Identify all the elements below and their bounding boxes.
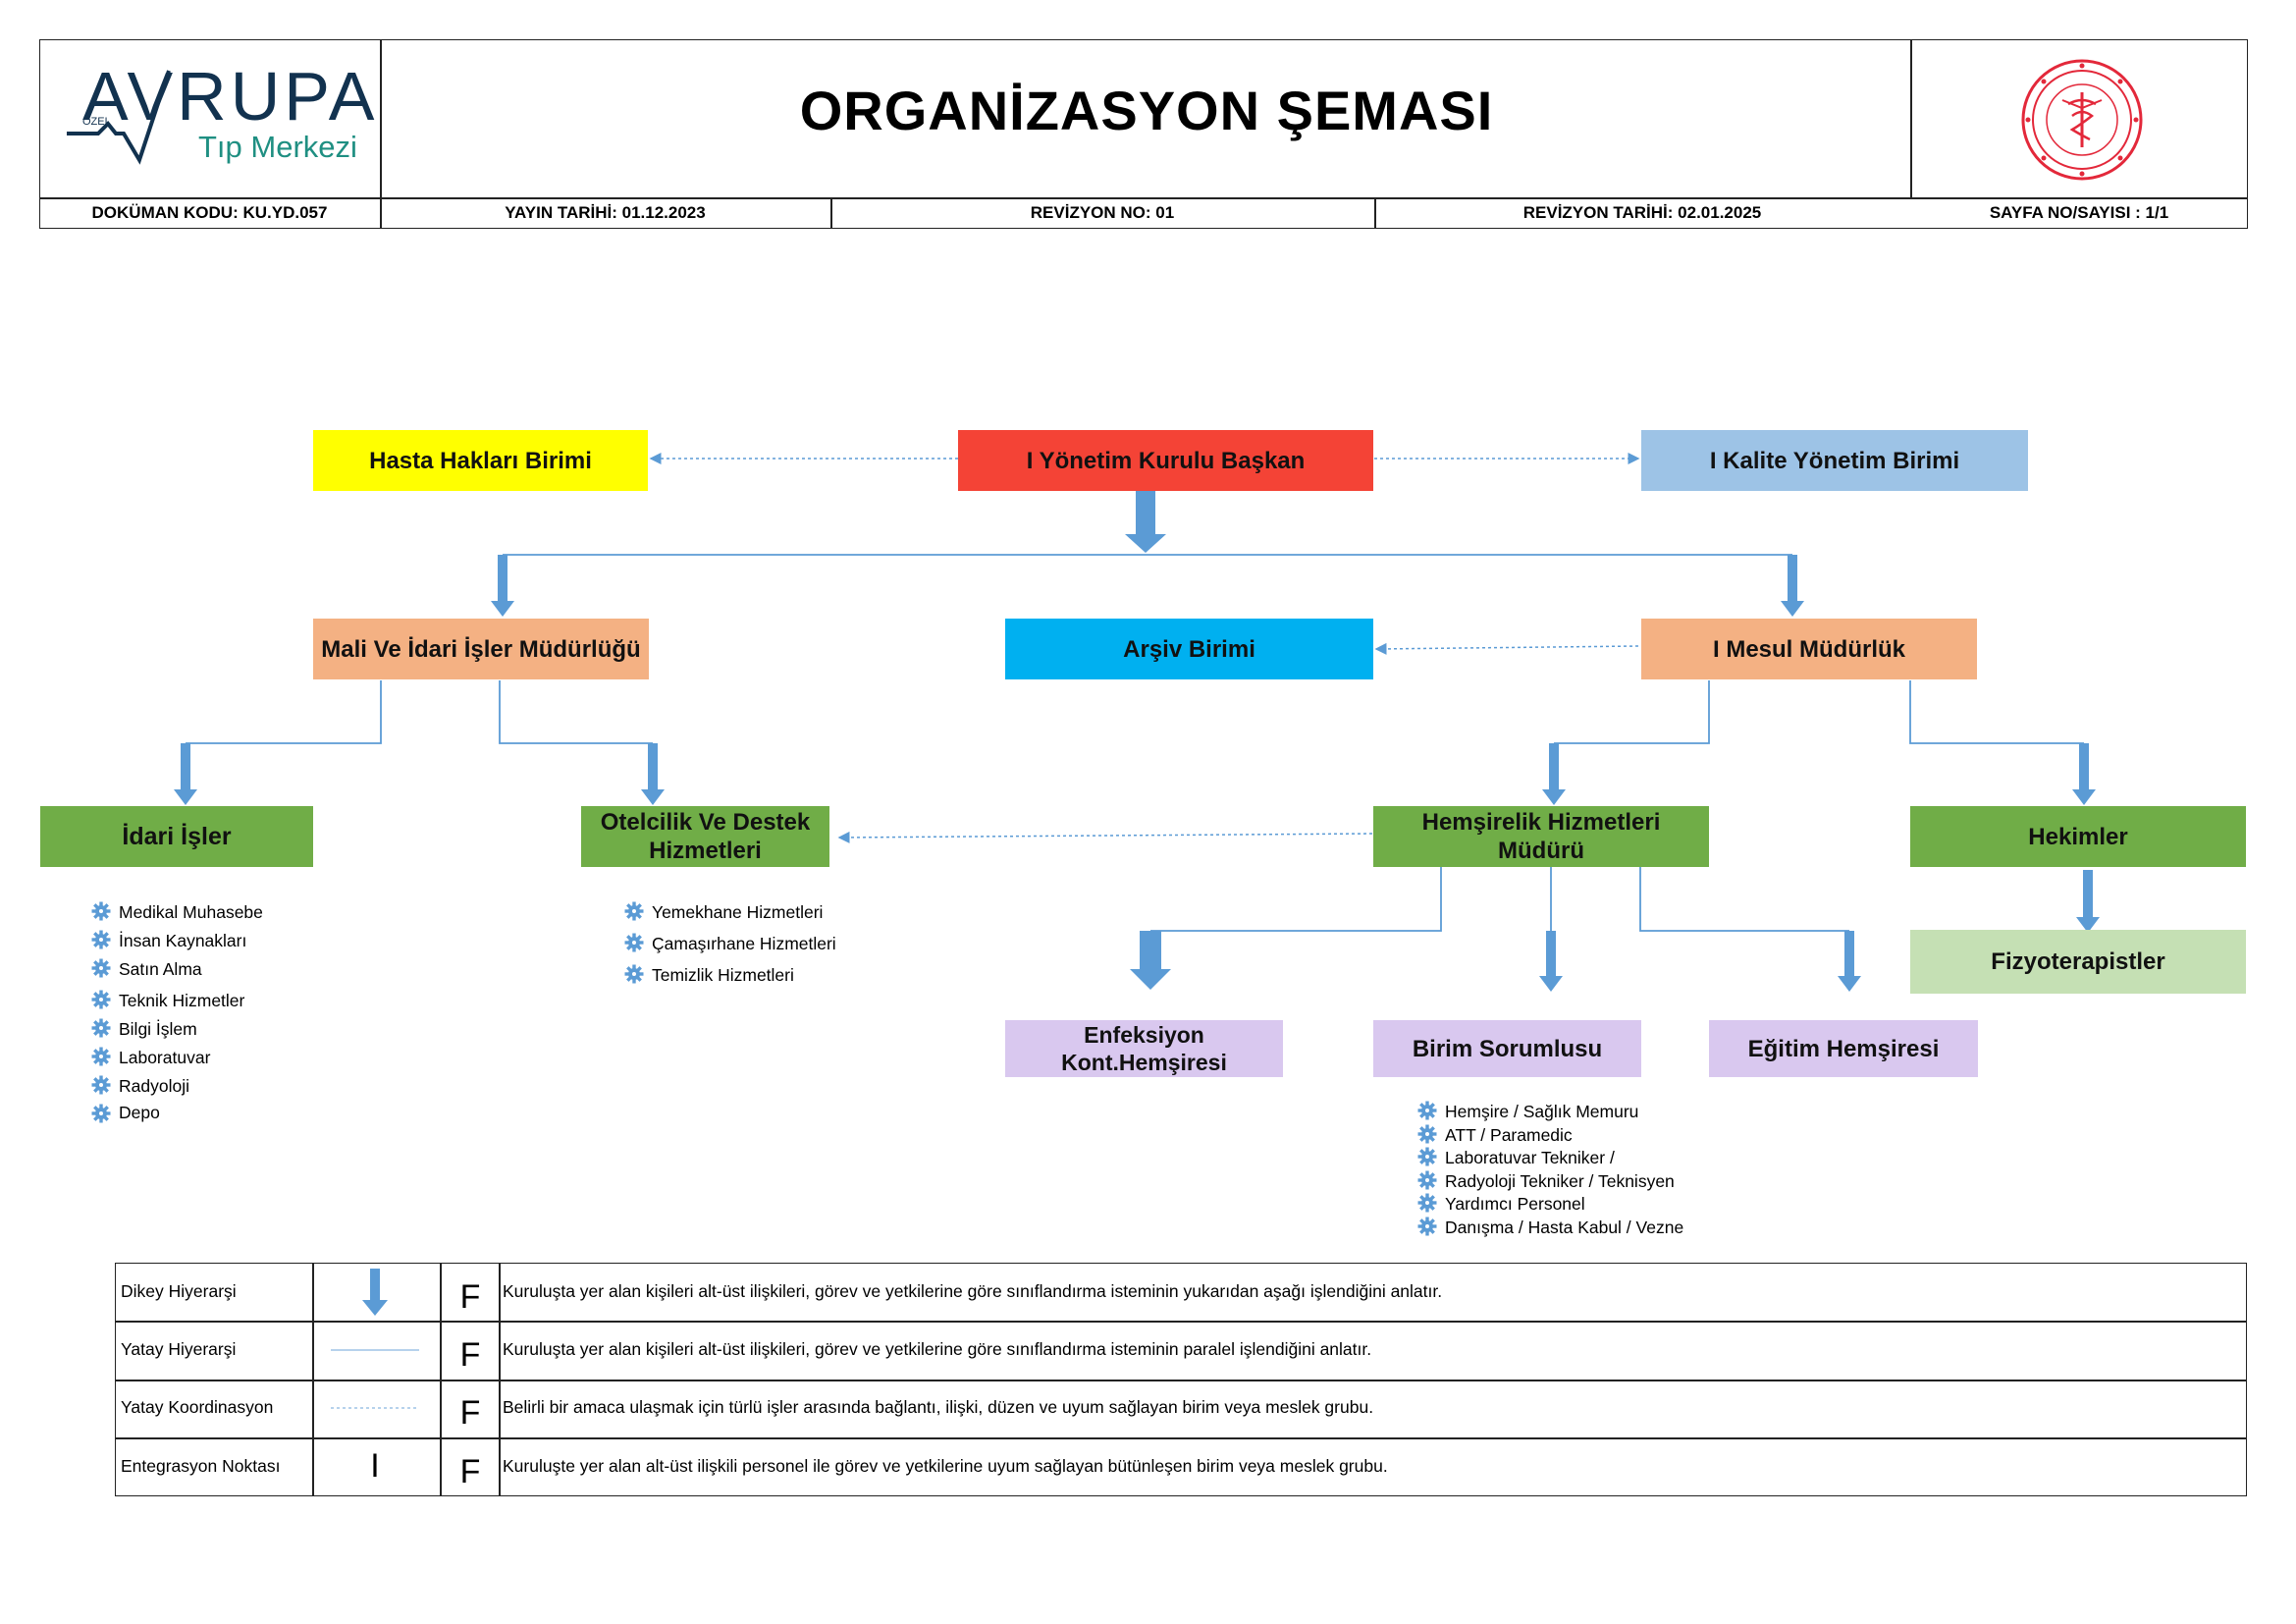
gear-bullet-icon: [91, 930, 111, 949]
idari-items-list: Medikal Muhasebe İnsan Kaynakları Satın …: [91, 898, 263, 1124]
idari-isler-box: İdari İşler: [40, 806, 313, 867]
hekimler-box: Hekimler: [1910, 806, 2246, 867]
arsiv-birimi-box: Arşiv Birimi: [1005, 619, 1373, 679]
gear-bullet-icon: [91, 1075, 111, 1095]
dotted-line-icon: [311, 1379, 439, 1436]
list-item: Depo: [91, 1101, 263, 1124]
mesul-mudurluk-box: I Mesul Müdürlük: [1641, 619, 1977, 679]
yonetim-kurulu-box: I Yönetim Kurulu Başkan: [958, 430, 1373, 491]
legend-row-entegrasyon: Entegrasyon Noktası I F Kuruluşte yer al…: [115, 1437, 2245, 1495]
gear-bullet-icon: [624, 901, 644, 921]
legend-row-yatay-hiyerarsi: Yatay Hiyerarşi F Kuruluşta yer alan kiş…: [115, 1321, 2245, 1379]
logo-brand: AVRUPA: [82, 58, 379, 135]
list-item: Yardımcı Personel: [1417, 1193, 1683, 1217]
legend-desc: Belirli bir amaca ulaşmak için türlü işl…: [503, 1397, 1374, 1417]
gear-bullet-icon: [1417, 1147, 1437, 1166]
gear-bullet-icon: [91, 1104, 111, 1123]
gear-bullet-icon: [91, 958, 111, 978]
ministry-seal-icon: [2019, 57, 2145, 183]
list-item: Medikal Muhasebe: [91, 898, 263, 927]
list-item: Çamaşırhane Hizmetleri: [624, 930, 836, 961]
gear-bullet-icon: [91, 1018, 111, 1038]
egitim-hemsiresi-box: Eğitim Hemşiresi: [1709, 1020, 1978, 1077]
otelcilik-box: Otelcilik Ve Destek Hizmetleri: [581, 806, 829, 867]
enfeksiyon-box: Enfeksiyon Kont.Hemşiresi: [1005, 1020, 1283, 1077]
gear-bullet-icon: [1417, 1217, 1437, 1236]
legend-f: F: [459, 1453, 481, 1490]
list-item: Laboratuvar Tekniker /: [1417, 1147, 1683, 1170]
gear-bullet-icon: [624, 933, 644, 952]
legend-name: Dikey Hiyerarşi: [121, 1281, 237, 1301]
hasta-haklari-box: Hasta Hakları Birimi: [313, 430, 648, 491]
hemsirelik-box: Hemşirelik Hizmetleri Müdürü: [1373, 806, 1709, 867]
legend-desc: Kuruluşta yer alan kişileri alt-üst iliş…: [503, 1281, 1443, 1301]
logo-prefix: ÖZEL: [82, 116, 111, 128]
list-item: İnsan Kaynakları: [91, 927, 263, 955]
down-arrow-icon: [311, 1263, 439, 1321]
meta-page-no: SAYFA NO/SAYISI : 1/1: [1989, 203, 2169, 222]
gear-bullet-icon: [1417, 1101, 1437, 1120]
list-item: Bilgi İşlem: [91, 1015, 263, 1044]
list-item: Satın Alma: [91, 955, 263, 987]
gear-bullet-icon: [1417, 1193, 1437, 1213]
legend-f: F: [459, 1336, 481, 1374]
legend-desc: Kuruluşte yer alan alt-üst ilişkili pers…: [503, 1456, 1388, 1476]
meta-revision-no: REVİZYON NO: 01: [1030, 203, 1175, 222]
legend-desc: Kuruluşta yer alan kişileri alt-üst iliş…: [503, 1339, 1372, 1359]
meta-doc-code: DOKÜMAN KODU: KU.YD.057: [91, 203, 328, 222]
legend-f: F: [459, 1394, 481, 1432]
meta-publish-date: YAYIN TARİHİ: 01.12.2023: [505, 203, 706, 222]
mali-idari-box: Mali Ve İdari İşler Müdürlüğü: [313, 619, 649, 679]
birim-sorumlusu-box: Birim Sorumlusu: [1373, 1020, 1641, 1077]
fizyoterapist-box: Fizyoterapistler: [1910, 930, 2246, 994]
gear-bullet-icon: [1417, 1124, 1437, 1144]
list-item: Radyoloji: [91, 1072, 263, 1101]
legend-f: F: [459, 1278, 481, 1316]
page-title: ORGANİZASYON ŞEMASI: [799, 80, 1494, 141]
gear-bullet-icon: [91, 901, 111, 921]
gear-bullet-icon: [624, 964, 644, 984]
arrow-yonetim: [1125, 491, 1166, 553]
list-item: Laboratuvar: [91, 1044, 263, 1072]
header-table: [39, 39, 2248, 229]
list-item: Yemekhane Hizmetleri: [624, 898, 836, 930]
birim-items-list: Hemşire / Sağlık Memuru ATT / Paramedic …: [1417, 1101, 1683, 1239]
solid-line-icon: [311, 1321, 439, 1379]
legend-row-dikey: Dikey Hiyerarşi F Kuruluşta yer alan kiş…: [115, 1263, 2245, 1321]
legend-row-yatay-koordinasyon: Yatay Koordinasyon F Belirli bir amaca u…: [115, 1379, 2245, 1436]
otelcilik-items-list: Yemekhane Hizmetleri Çamaşırhane Hizmetl…: [624, 898, 836, 990]
meta-revision-date: REVİZYON TARİHİ: 02.01.2025: [1522, 203, 1762, 222]
gear-bullet-icon: [91, 990, 111, 1009]
kalite-yonetim-box: I Kalite Yönetim Birimi: [1641, 430, 2028, 491]
legend-name: Entegrasyon Noktası: [121, 1456, 281, 1476]
list-item: Teknik Hizmetler: [91, 987, 263, 1015]
list-item: Danışma / Hasta Kabul / Vezne: [1417, 1217, 1683, 1240]
list-item: Radyoloji Tekniker / Teknisyen: [1417, 1170, 1683, 1194]
legend-name: Yatay Koordinasyon: [121, 1397, 274, 1417]
list-item: ATT / Paramedic: [1417, 1124, 1683, 1148]
integration-point-symbol: I: [370, 1447, 380, 1485]
gear-bullet-icon: [1417, 1170, 1437, 1190]
gear-bullet-icon: [91, 1047, 111, 1066]
legend-table: [115, 1263, 2247, 1496]
legend-name: Yatay Hiyerarşi: [121, 1339, 237, 1359]
logo-subtitle: Tıp Merkezi: [198, 130, 357, 164]
avrupa-logo: AVRUPA ÖZEL Tıp Merkezi: [59, 57, 374, 175]
list-item: Temizlik Hizmetleri: [624, 961, 836, 990]
list-item: Hemşire / Sağlık Memuru: [1417, 1101, 1683, 1124]
